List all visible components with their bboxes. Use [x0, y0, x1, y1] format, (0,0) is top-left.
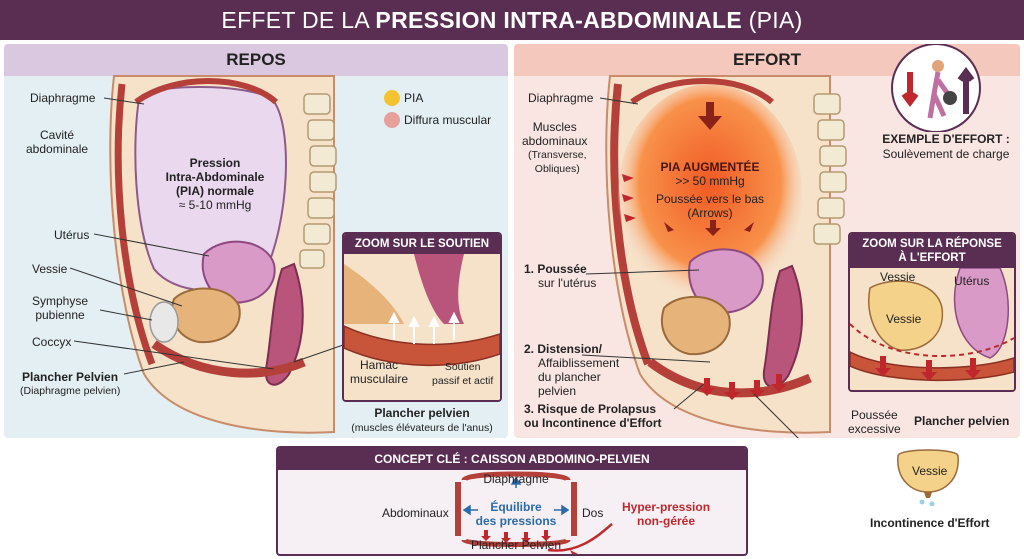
- effort-wall-arrows: [622, 174, 636, 222]
- rest-pubic-symphysis: [149, 301, 179, 343]
- lifting-illustration: [891, 44, 981, 132]
- effort-zoom-uterus: Utérus: [954, 274, 990, 288]
- rest-pia-line3: (PIA) normale: [175, 184, 254, 198]
- concept-hyper: Hyper-pression non-gérée: [622, 500, 711, 528]
- rest-label-diaphragm: Diaphragme: [30, 91, 96, 105]
- effort-panel: EFFORT: [514, 44, 1020, 438]
- page-title: EFFET DE LA PRESSION INTRA-ABDOMINALE (P…: [0, 0, 1024, 40]
- effort-zoom-box: ZOOM SUR LA RÉPONSE À L'EFFORT Vessie Ut…: [848, 232, 1016, 392]
- effort-uterus: [688, 248, 764, 314]
- effort-zoom-bladder-top: Vessie: [880, 270, 916, 284]
- rest-label-coccyx: Coccyx: [32, 335, 72, 349]
- concept-center: Équilibre des pressions: [475, 500, 557, 528]
- effort-label-diaphragm: Diaphragme: [528, 91, 594, 105]
- concept-heading: CONCEPT CLÉ : CAISSON ABDOMINO-PELVIEN: [278, 448, 746, 470]
- legend-pia-label: PIA: [404, 91, 424, 105]
- concept-bottom: Plancher Pelvien: [470, 538, 562, 552]
- concept-left: Abdominaux: [382, 506, 449, 520]
- rest-zoom-box: ZOOM SUR LE SOUTIEN Hamac musculaire Sou…: [342, 232, 502, 402]
- rest-label-floor-sub: (Diaphragme pelvien): [20, 385, 121, 397]
- rest-heading: REPOS: [4, 44, 508, 76]
- concept-box: CONCEPT CLÉ : CAISSON ABDOMINO-PELVIEN D…: [276, 446, 748, 556]
- rest-rectum: [264, 262, 304, 386]
- effort-spine: [813, 93, 847, 245]
- effort-push-sub: sur l'utérus: [538, 276, 597, 290]
- rest-pia-value: ≈ 5-10 mmHg: [178, 198, 252, 212]
- concept-diagram: [455, 471, 613, 554]
- effort-pia-label: PIA AUGMENTÉE >> 50 mmHg Poussée vers le…: [650, 160, 770, 220]
- effort-floor-arrows: [699, 374, 787, 400]
- effort-label-muscles-sub: (Transverse, Obliques): [528, 149, 587, 175]
- rest-anatomy-illustration: [69, 75, 347, 434]
- effort-push-bold: 1. Poussée: [524, 262, 587, 276]
- effort-zoom-illustration: [850, 267, 1014, 390]
- rest-uterus: [201, 240, 276, 304]
- effort-pia-line2: Poussée vers le bas: [655, 192, 765, 206]
- rest-label-bladder: Vessie: [32, 262, 68, 276]
- effort-zoom-heading: ZOOM SUR LA RÉPONSE À L'EFFORT: [850, 234, 1014, 268]
- effort-zoom-bladder-inner: Vessie: [886, 312, 922, 326]
- incontinence-bladder-illustration: [897, 449, 959, 506]
- incontinence-caption: Incontinence d'Effort: [870, 516, 990, 530]
- rest-zoom-hammock: Hamac musculaire: [350, 358, 409, 386]
- effort-risk-bold: 3. Risque de Prolapsus ou Incontinence d…: [524, 402, 662, 430]
- effort-pia-glow: [618, 84, 802, 304]
- effort-label-muscles: Muscles abdominaux: [522, 120, 588, 148]
- rest-pia-label: Pression Intra-Abdominale (PIA) normale …: [156, 156, 274, 212]
- title-prefix: EFFET DE LA: [221, 7, 376, 33]
- legend-muscle-label: Diffura muscular: [404, 113, 492, 127]
- effort-diaphragm: [630, 78, 774, 105]
- rest-label-uterus: Utérus: [54, 228, 90, 242]
- effort-distension-sub: Affaiblissement du plancher pelvien: [538, 356, 620, 398]
- rest-zoom-support: Soutien passif et actif: [432, 361, 494, 387]
- effort-pia-line1: PIA AUGMENTÉE: [660, 160, 760, 174]
- rest-label-cavity: Cavité abdominale: [26, 128, 89, 156]
- effort-bladder: [661, 295, 731, 356]
- example-title: EXEMPLE D'EFFORT :: [882, 132, 1010, 146]
- rest-pia-line1: Pression: [189, 156, 241, 170]
- effort-pia-value: >> 50 mmHg: [675, 174, 745, 188]
- rest-zoom-illustration: [344, 254, 500, 400]
- effort-zoom-floor: Plancher pelvien: [914, 414, 1010, 428]
- effort-abdominal-wall: [610, 83, 652, 366]
- rest-bladder: [171, 287, 241, 344]
- rest-diaphragm: [134, 78, 278, 105]
- effort-push-arrows: [664, 102, 754, 236]
- rest-abdominal-wall: [114, 83, 156, 366]
- example-desc: Soulèvement de charge: [882, 147, 1010, 161]
- rest-label-floor: Plancher Pelvien: [22, 370, 119, 384]
- rest-caption: Plancher pelvien: [374, 406, 470, 420]
- effort-anatomy-illustration: [581, 75, 847, 438]
- legend-pia-swatch: [384, 90, 400, 106]
- concept-right: Dos: [582, 506, 604, 520]
- rest-spine: [299, 93, 337, 269]
- rest-caption-sub: (muscles élévateurs de l'anus): [351, 422, 493, 434]
- incontinence-bladder-label: Vessie: [912, 464, 948, 478]
- effort-distension-bold: 2. Distension/: [524, 342, 603, 356]
- rest-pia-line2: Intra-Abdominale: [165, 170, 265, 184]
- effort-pia-line3: (Arrows): [687, 206, 733, 220]
- title-bold: PRESSION INTRA-ABDOMINALE: [375, 7, 742, 33]
- effort-zoom-excess: Poussée excessive: [848, 408, 901, 436]
- title-suffix: (PIA): [741, 7, 803, 33]
- rest-panel: REPOS: [4, 44, 508, 438]
- rest-zoom-heading: ZOOM SUR LE SOUTIEN: [344, 234, 500, 254]
- legend-muscle-swatch: [384, 112, 400, 128]
- rest-label-symphysis: Symphyse pubienne: [32, 294, 89, 322]
- concept-top: Diaphragme: [483, 472, 549, 486]
